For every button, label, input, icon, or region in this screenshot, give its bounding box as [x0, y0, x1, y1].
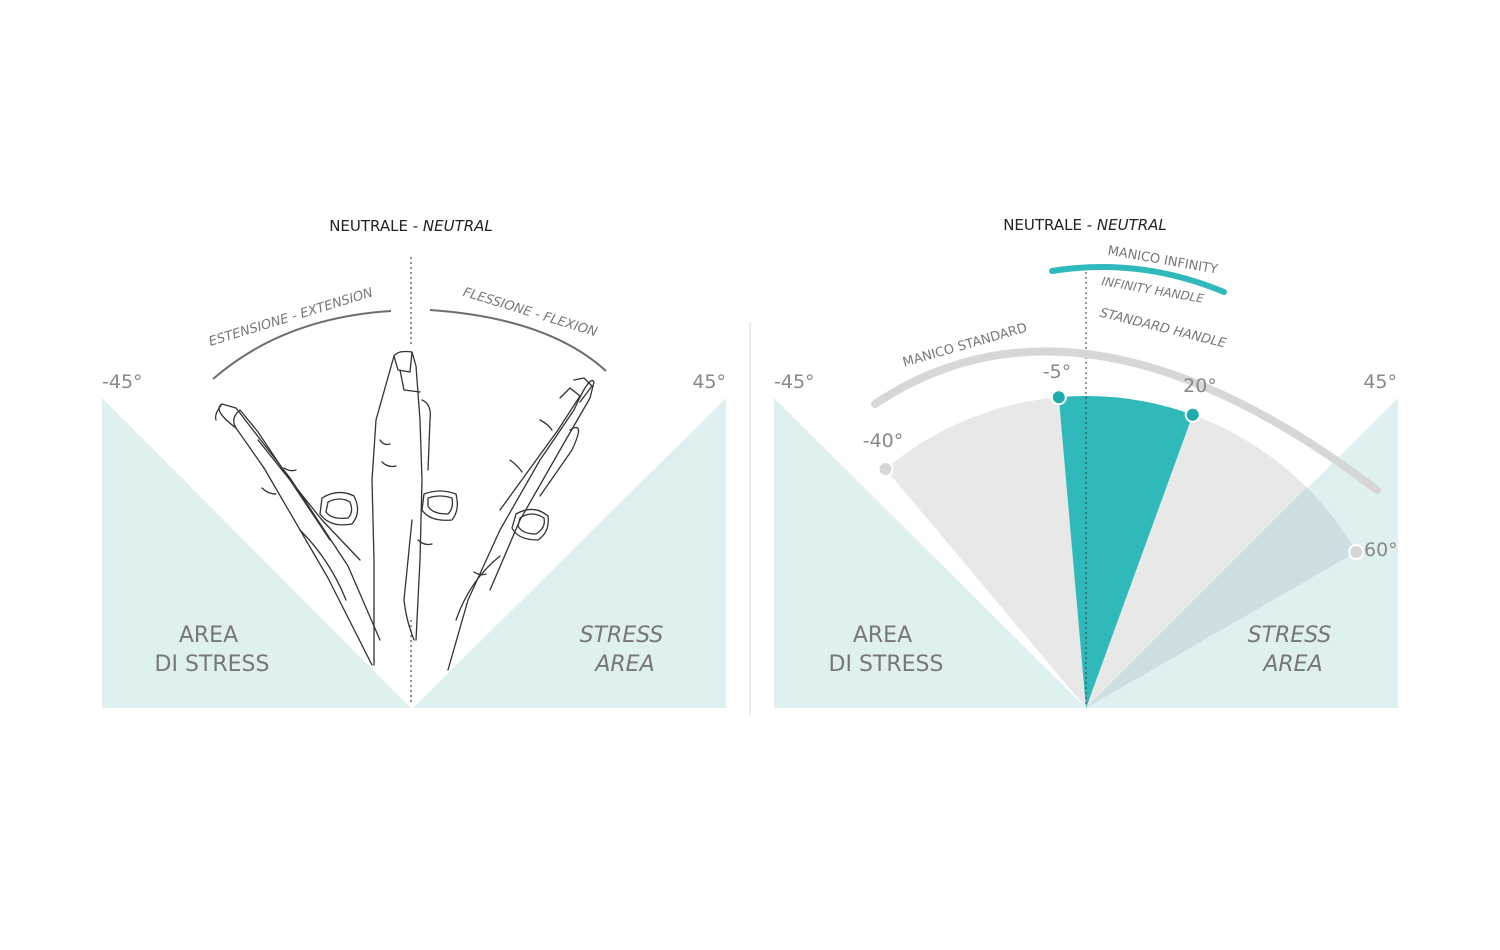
- left-neutral-title: NEUTRALE - NEUTRAL: [329, 217, 493, 235]
- left-angle-plus45: 45°: [692, 371, 726, 393]
- extension-label: ESTENSIONE - EXTENSION: [207, 285, 375, 349]
- hand-outline-icon: [214, 350, 595, 671]
- standard-max-label: 60°: [1364, 539, 1398, 561]
- stress-overlap-sector: [1086, 487, 1357, 708]
- right-panel: NEUTRALE - NEUTRAL MANICO INFINITY INFIN…: [774, 216, 1398, 708]
- standard-handle-label-en: STANDARD HANDLE: [1098, 306, 1228, 352]
- standard-min-marker: [877, 461, 894, 477]
- flexion-label: FLESSIONE - FLEXION: [461, 285, 599, 340]
- flexion-arc: [429, 309, 607, 372]
- standard-max-marker: [1348, 544, 1365, 560]
- right-stress-label-right: STRESS AREA: [1248, 623, 1339, 677]
- infinity-max-marker: [1184, 406, 1201, 423]
- infinity-min-marker: [1050, 389, 1067, 406]
- infinity-handle-arc: [1049, 264, 1227, 295]
- left-angle-minus45: -45°: [102, 371, 143, 393]
- left-stress-label-left: AREA DI STRESS: [155, 623, 270, 677]
- right-stress-area-left: [774, 398, 1086, 708]
- standard-handle-arc: [871, 347, 1381, 494]
- infinity-range-sector: [1058, 396, 1193, 708]
- left-stress-label-right: STRESS AREA: [580, 623, 671, 677]
- infinity-max-label: 20°: [1183, 375, 1217, 397]
- right-neutral-title: NEUTRALE - NEUTRAL: [1003, 216, 1167, 234]
- left-stress-area-left: [102, 398, 411, 708]
- right-angle-plus45: 45°: [1363, 371, 1397, 393]
- right-stress-label-left: AREA DI STRESS: [829, 623, 944, 677]
- left-panel: NEUTRALE - NEUTRAL ESTENSIONE - EXTENSIO…: [102, 217, 726, 708]
- standard-min-label: -40°: [863, 430, 904, 452]
- infinity-min-label: -5°: [1043, 361, 1071, 383]
- extension-arc: [212, 310, 392, 380]
- right-angle-minus45: -45°: [774, 371, 815, 393]
- left-stress-area-right: [413, 398, 726, 708]
